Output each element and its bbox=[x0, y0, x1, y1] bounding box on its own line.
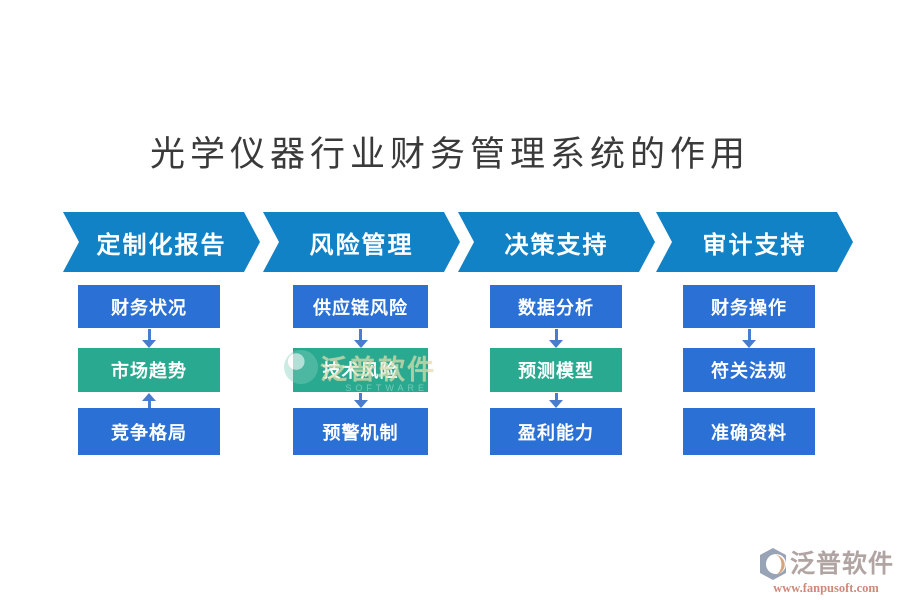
flow-box: 准确资料 bbox=[683, 408, 815, 455]
flow-arrow bbox=[353, 393, 368, 408]
watermark-brand-text: 泛普软件 bbox=[790, 549, 895, 578]
flow-arrow bbox=[142, 393, 156, 408]
arrow-stem bbox=[147, 401, 151, 408]
flow-box: 供应链风险 bbox=[293, 285, 428, 328]
flow-box: 技术风险 bbox=[293, 348, 428, 392]
flow-box: 盈利能力 bbox=[490, 408, 622, 455]
arrow-stem bbox=[359, 393, 362, 400]
arrow-stem bbox=[359, 329, 362, 340]
stage-header-chevron-3: 决策支持 bbox=[458, 212, 655, 272]
arrow-head-icon bbox=[549, 340, 563, 348]
flow-column-2: 供应链风险 技术风险 预警机制 bbox=[293, 285, 428, 457]
watermark-footer: 泛普软件 www.fanpusoft.com bbox=[758, 548, 894, 596]
flow-arrow bbox=[142, 329, 156, 348]
flow-box: 财务操作 bbox=[683, 285, 815, 328]
arrow-stem bbox=[747, 329, 751, 340]
flow-box: 预测模型 bbox=[490, 348, 622, 392]
flow-column-4: 财务操作 符关法规 准确资料 bbox=[683, 285, 815, 457]
arrow-head-icon bbox=[142, 340, 156, 348]
arrow-head-icon bbox=[353, 400, 368, 408]
arrow-head-icon bbox=[353, 340, 368, 348]
fanpu-logo-icon bbox=[760, 548, 786, 580]
flow-column-1: 财务状况 市场趋势 竞争格局 bbox=[78, 285, 220, 457]
arrow-stem bbox=[147, 329, 151, 340]
flow-arrow bbox=[549, 393, 563, 408]
stage-header-chevron-1: 定制化报告 bbox=[63, 212, 260, 272]
flow-box: 竞争格局 bbox=[78, 408, 220, 455]
watermark-url: www.fanpusoft.com bbox=[773, 581, 879, 595]
arrow-stem bbox=[554, 393, 558, 400]
flow-box: 财务状况 bbox=[78, 285, 220, 328]
arrow-head-icon bbox=[142, 393, 156, 401]
flow-arrow bbox=[353, 329, 368, 348]
stage-header-chevron-4: 审计支持 bbox=[656, 212, 853, 272]
flow-arrow bbox=[742, 329, 756, 348]
arrow-stem bbox=[554, 329, 558, 340]
flow-box: 数据分析 bbox=[490, 285, 622, 328]
flow-arrow bbox=[549, 329, 563, 348]
arrow-head-icon bbox=[742, 340, 756, 348]
arrow-head-icon bbox=[549, 400, 563, 408]
flow-column-3: 数据分析 预测模型 盈利能力 bbox=[490, 285, 622, 457]
flow-box: 符关法规 bbox=[683, 348, 815, 392]
flow-box: 预警机制 bbox=[293, 408, 428, 455]
stage-header-chevron-2: 风险管理 bbox=[263, 212, 460, 272]
flow-box: 市场趋势 bbox=[78, 348, 220, 392]
page-title: 光学仪器行业财务管理系统的作用 bbox=[149, 134, 750, 174]
